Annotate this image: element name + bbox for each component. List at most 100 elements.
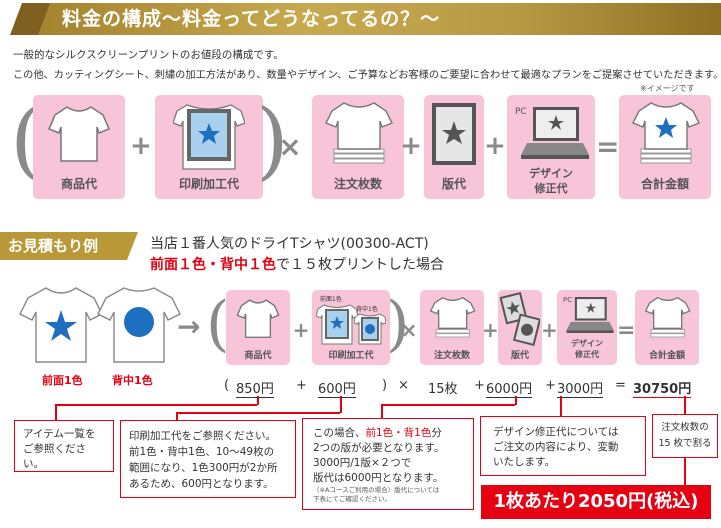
connector-print-v: [340, 396, 342, 413]
callout-design: デザイン修正代については ご注文の内容により、変動 いたします。: [480, 416, 646, 476]
connector-plate-v2: [381, 404, 383, 418]
formula-plus-3: +: [484, 131, 506, 161]
callout-plate: この場合、前1色・背1色分 2つの版が必要となります。 3000円/1版×２つで…: [302, 418, 474, 510]
calc-design: 3000円: [557, 378, 604, 398]
calc-plus-3: +: [545, 378, 556, 393]
laptop-icon: [521, 107, 589, 159]
connector-item-v: [257, 396, 259, 405]
formula-card-plate: 版代: [424, 95, 484, 199]
connector-print-v2: [176, 412, 178, 420]
front-shirt-icon: [19, 287, 103, 363]
calc-item-price: 850円: [236, 378, 274, 398]
header-banner: 料金の構成〜料金ってどうなってるの？〜: [0, 0, 721, 38]
mini-label-design: デザイン: [571, 339, 603, 348]
connector-item-v2: [55, 404, 57, 420]
connector-plate-v: [515, 396, 517, 405]
calc-total: 30750円: [633, 378, 692, 398]
mini-card-plate: 版代: [498, 290, 542, 365]
connector-item: [55, 404, 257, 406]
calc-plus-1: +: [296, 378, 307, 393]
formula-plus-1: +: [130, 131, 152, 161]
formula-label-qty: 注文枚数: [333, 177, 382, 191]
estimate-line-2: 前面１色・背中１色で１５枚プリントした場合: [150, 257, 444, 273]
calc-qty: 15枚: [428, 382, 458, 397]
back-shirt-icon: [97, 287, 181, 363]
estimate-arrow: →: [177, 310, 201, 343]
calc-plate: 6000円: [486, 378, 533, 398]
connector-final: [684, 458, 686, 486]
print-frame-icon: [173, 104, 245, 170]
mini-tshirt-stack-icon: [429, 296, 476, 338]
connector-total: [684, 396, 686, 414]
header-bar: [32, 3, 721, 35]
page-title: 料金の構成〜料金ってどうなってるの？〜: [62, 8, 441, 30]
tshirt-icon: [48, 106, 110, 162]
mini-open-paren: (: [206, 289, 230, 359]
formula-label-design-2: 修正代: [534, 182, 568, 195]
tshirt-stack-icon: [325, 102, 393, 164]
mini-front-label: 前面1色: [320, 296, 342, 303]
formula-plus-2: +: [400, 131, 422, 161]
mini-card-item: 商品代: [226, 290, 290, 365]
calc-open: (: [224, 378, 230, 393]
mini-times: ×: [400, 318, 418, 342]
mini-front-frame-icon: [316, 304, 358, 345]
formula-close-paren: ): [256, 91, 289, 189]
mini-card-qty: 注文枚数: [420, 290, 484, 365]
formula-times: ×: [278, 130, 302, 163]
final-price-badge: 1枚あたり2050円(税込): [481, 485, 711, 519]
calc-equals: =: [615, 378, 626, 393]
formula-card-design: PC デザイン 修正代: [507, 95, 595, 199]
formula-card-total: 合計金額: [619, 95, 711, 199]
mini-tshirt-total-icon: [644, 296, 691, 338]
mini-label-print: 印刷加工代: [328, 351, 374, 361]
calc-times: ×: [398, 378, 409, 393]
image-note: ※イメージです: [640, 84, 695, 93]
estimate-line-1: 当店１番人気のドライTシャツ(00300-ACT): [150, 236, 429, 252]
callout-item: アイテム一覧を ご参照ください。: [14, 420, 114, 472]
formula-equals: =: [596, 130, 620, 163]
plate-star-icon: [432, 103, 476, 165]
tshirt-total-icon: [632, 102, 700, 164]
mini-pc-label: PC: [563, 296, 573, 304]
pc-label: PC: [515, 107, 527, 117]
mini-card-total: 合計金額: [635, 290, 699, 365]
back-label: 背中1色: [112, 374, 153, 387]
connector-plate: [381, 404, 515, 406]
calc-print-price: 600円: [318, 378, 356, 398]
mini-back-frame-icon: [354, 313, 386, 345]
mini-equals: =: [617, 318, 636, 343]
front-label: 前面1色: [42, 374, 83, 387]
formula-label-plate: 版代: [441, 177, 466, 191]
mini-plus-3: +: [541, 318, 558, 342]
connector-print: [176, 412, 340, 414]
mini-plus-2: +: [482, 318, 499, 342]
mini-label-design-2: 修正代: [575, 350, 599, 359]
formula-card-qty: 注文枚数: [312, 95, 404, 199]
formula-card-item: 商品代: [33, 95, 125, 199]
mini-label-item: 商品代: [244, 351, 272, 361]
mini-card-print: 前面1色 背中1色 印刷加工代: [312, 290, 390, 365]
callout-qty: 注文枚数の 15 枚で割る: [652, 414, 718, 458]
callout-print: 印刷加工代をご参照ください。 前1色・背中1色、10〜49枚の 範囲になり、1色…: [120, 420, 296, 498]
formula-label-print: 印刷加工代: [178, 177, 239, 191]
mini-tshirt-icon: [236, 299, 280, 338]
estimate-tag: お見積もり例: [0, 232, 138, 260]
formula-label-design: デザイン: [529, 167, 573, 180]
connector-design: [560, 396, 562, 416]
mini-plate-icon: [500, 292, 540, 346]
calc-close: ): [382, 378, 388, 393]
mini-back-label: 背中1色: [356, 306, 378, 313]
mini-plus-1: +: [292, 318, 310, 342]
formula-card-print: 印刷加工代: [155, 95, 263, 199]
mini-label-total: 合計金額: [648, 351, 685, 361]
formula-label-item: 商品代: [60, 177, 97, 191]
calc-plus-2: +: [474, 378, 485, 393]
intro-line-1: 一般的なシルクスクリーンプリントのお値段の構成です。: [13, 49, 284, 61]
mini-close-paren: ): [386, 289, 410, 359]
mini-label-plate: 版代: [510, 351, 529, 361]
formula-label-total: 合計金額: [640, 177, 689, 191]
mini-label-qty: 注文枚数: [433, 351, 470, 361]
mini-card-design: PC デザイン 修正代: [557, 290, 617, 365]
intro-line-2: この他、カッティングシート、刺繍の加工方法があり、数量やデザイン、ご予算などお客…: [13, 70, 721, 81]
